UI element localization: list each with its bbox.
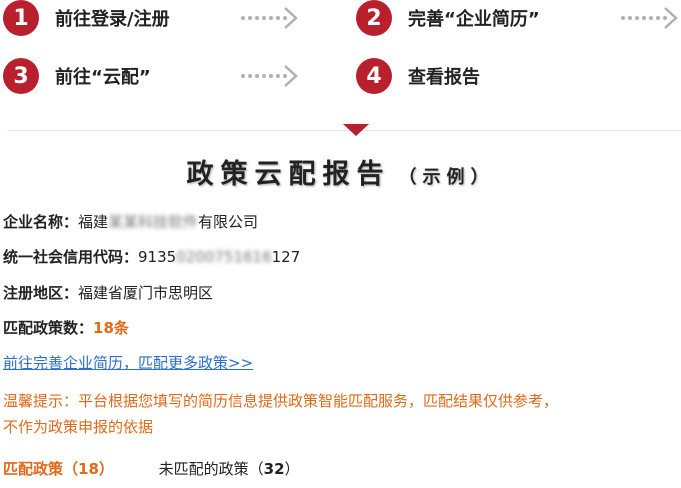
credit-code-label: 统一社会信用代码： bbox=[3, 248, 139, 266]
region-label: 注册地区： bbox=[3, 284, 79, 302]
step-1-label: 前往登录/注册 bbox=[55, 9, 170, 30]
credit-code-redacted: 0200751616 bbox=[176, 248, 272, 266]
region-value: 福建省厦门市思明区 bbox=[78, 284, 214, 302]
step-3-label: 前往“云配” bbox=[55, 67, 151, 88]
tab-unmatched-label: 未匹配的政策（ bbox=[158, 460, 264, 478]
credit-code-suffix: 127 bbox=[271, 248, 301, 266]
step-4-badge: 4 bbox=[356, 58, 392, 94]
match-count-value: 18条 bbox=[93, 319, 129, 337]
step-4-label: 查看报告 bbox=[408, 67, 480, 88]
tab-matched-policies[interactable]: 匹配政策（18） bbox=[3, 460, 114, 478]
company-name-prefix: 福建 bbox=[78, 213, 109, 231]
step-1-badge: 1 bbox=[3, 0, 39, 36]
pointer-down-icon bbox=[343, 124, 369, 136]
step-2[interactable]: 2 完善“企业简历” bbox=[356, 0, 540, 36]
tip-line-1: 温馨提示：平台根据您填写的简历信息提供政策智能匹配服务，匹配结果仅供参考， bbox=[3, 392, 559, 410]
credit-code-prefix: 9135 bbox=[138, 248, 177, 266]
step-3[interactable]: 3 前往“云配” bbox=[3, 58, 151, 94]
step-2-badge: 2 bbox=[356, 0, 392, 36]
policy-tabs: 匹配政策（18） 未匹配的政策（32） bbox=[3, 458, 300, 479]
step-1[interactable]: 1 前往登录/注册 bbox=[3, 0, 170, 36]
complete-profile-link[interactable]: 前往完善企业简历，匹配更多政策>> bbox=[3, 354, 254, 372]
step-arrow-1-icon bbox=[241, 7, 298, 29]
credit-code-row: 统一社会信用代码：91350200751616127 bbox=[3, 246, 300, 267]
tab-unmatched-count: 32 bbox=[263, 460, 285, 478]
tab-unmatched-close: ） bbox=[284, 460, 300, 478]
step-3-badge: 3 bbox=[3, 58, 39, 94]
step-4[interactable]: 4 查看报告 bbox=[356, 58, 480, 94]
company-name-redacted: 某某科技软件 bbox=[108, 213, 199, 231]
tip-text: 温馨提示：平台根据您填写的简历信息提供政策智能匹配服务，匹配结果仅供参考， 不作… bbox=[3, 388, 643, 440]
report-title-sub: （示例） bbox=[398, 167, 495, 188]
company-name-row: 企业名称：福建某某科技软件有限公司 bbox=[3, 211, 258, 232]
step-2-label: 完善“企业简历” bbox=[408, 9, 540, 30]
step-arrow-2-icon bbox=[621, 7, 678, 29]
report-title-main: 政策云配报告 bbox=[186, 159, 391, 190]
region-row: 注册地区：福建省厦门市思明区 bbox=[3, 282, 213, 303]
tab-unmatched-policies[interactable]: 未匹配的政策（32） bbox=[159, 460, 300, 478]
company-name-suffix: 有限公司 bbox=[198, 213, 259, 231]
tip-line-2: 不作为政策申报的依据 bbox=[3, 418, 154, 436]
report-title: 政策云配报告 （示例） bbox=[0, 152, 681, 191]
step-arrow-3-icon bbox=[241, 65, 298, 87]
match-count-label: 匹配政策数： bbox=[3, 319, 94, 337]
company-name-label: 企业名称： bbox=[3, 213, 79, 231]
match-count-row: 匹配政策数：18条 bbox=[3, 317, 129, 338]
